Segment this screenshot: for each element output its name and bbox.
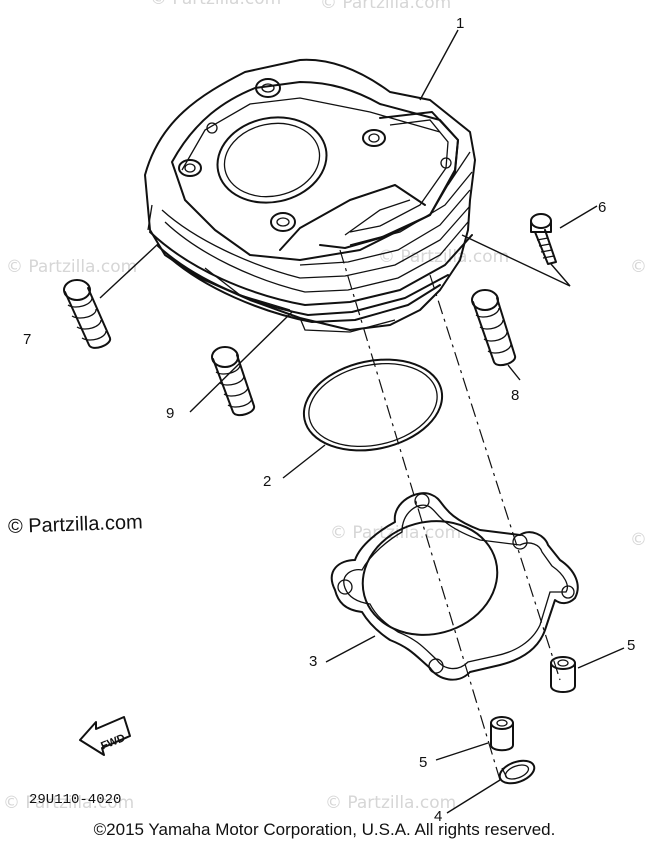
assembly-lines (339, 249, 561, 781)
dowel-pin-lower (490, 716, 514, 752)
watermark: © Partzilla.com (150, 0, 281, 9)
clip (498, 759, 536, 785)
watermark: © Partzilla.com (630, 530, 649, 550)
diagram-part-code: 29U110-4020 (29, 792, 121, 808)
watermark: © Partzilla.com (630, 257, 649, 277)
watermark: © Partzilla.com (320, 0, 451, 13)
o-ring (302, 358, 444, 452)
cylinder-block (144, 58, 476, 333)
watermark: © Partzilla.com (6, 257, 137, 277)
damper-8 (471, 289, 517, 367)
callout-4: 4 (434, 808, 442, 825)
watermark: © Partzilla.com (3, 793, 134, 813)
callout-3: 3 (309, 653, 317, 670)
callout-1: 1 (456, 15, 464, 32)
callout-9: 9 (166, 405, 174, 422)
bolt (530, 213, 557, 265)
cylinder-gasket (330, 492, 579, 681)
copyright-caption: ©2015 Yamaha Motor Corporation, U.S.A. A… (93, 820, 556, 839)
callout-8: 8 (511, 387, 519, 404)
watermark: © Partzilla.com (325, 793, 456, 813)
damper-7 (63, 279, 112, 349)
dowel-pin-right (550, 656, 576, 693)
damper-9 (211, 346, 256, 417)
watermark-layer: © Partzilla.com © Partzilla.com © Partzi… (3, 0, 649, 813)
callout-2: 2 (263, 473, 271, 490)
fwd-arrow-icon: FWD (79, 716, 131, 756)
watermark: © Partzilla.com (378, 247, 509, 267)
callout-labels: 1 2 3 4 5 5 6 7 8 9 (23, 15, 635, 825)
leader-lines (99, 29, 625, 814)
callout-5b: 5 (627, 637, 635, 654)
callout-7: 7 (23, 331, 31, 348)
callout-6: 6 (598, 199, 606, 216)
fwd-label: FWD (99, 732, 127, 753)
callout-5a: 5 (419, 754, 427, 771)
partzilla-credit: © Partzilla.com (7, 511, 144, 538)
